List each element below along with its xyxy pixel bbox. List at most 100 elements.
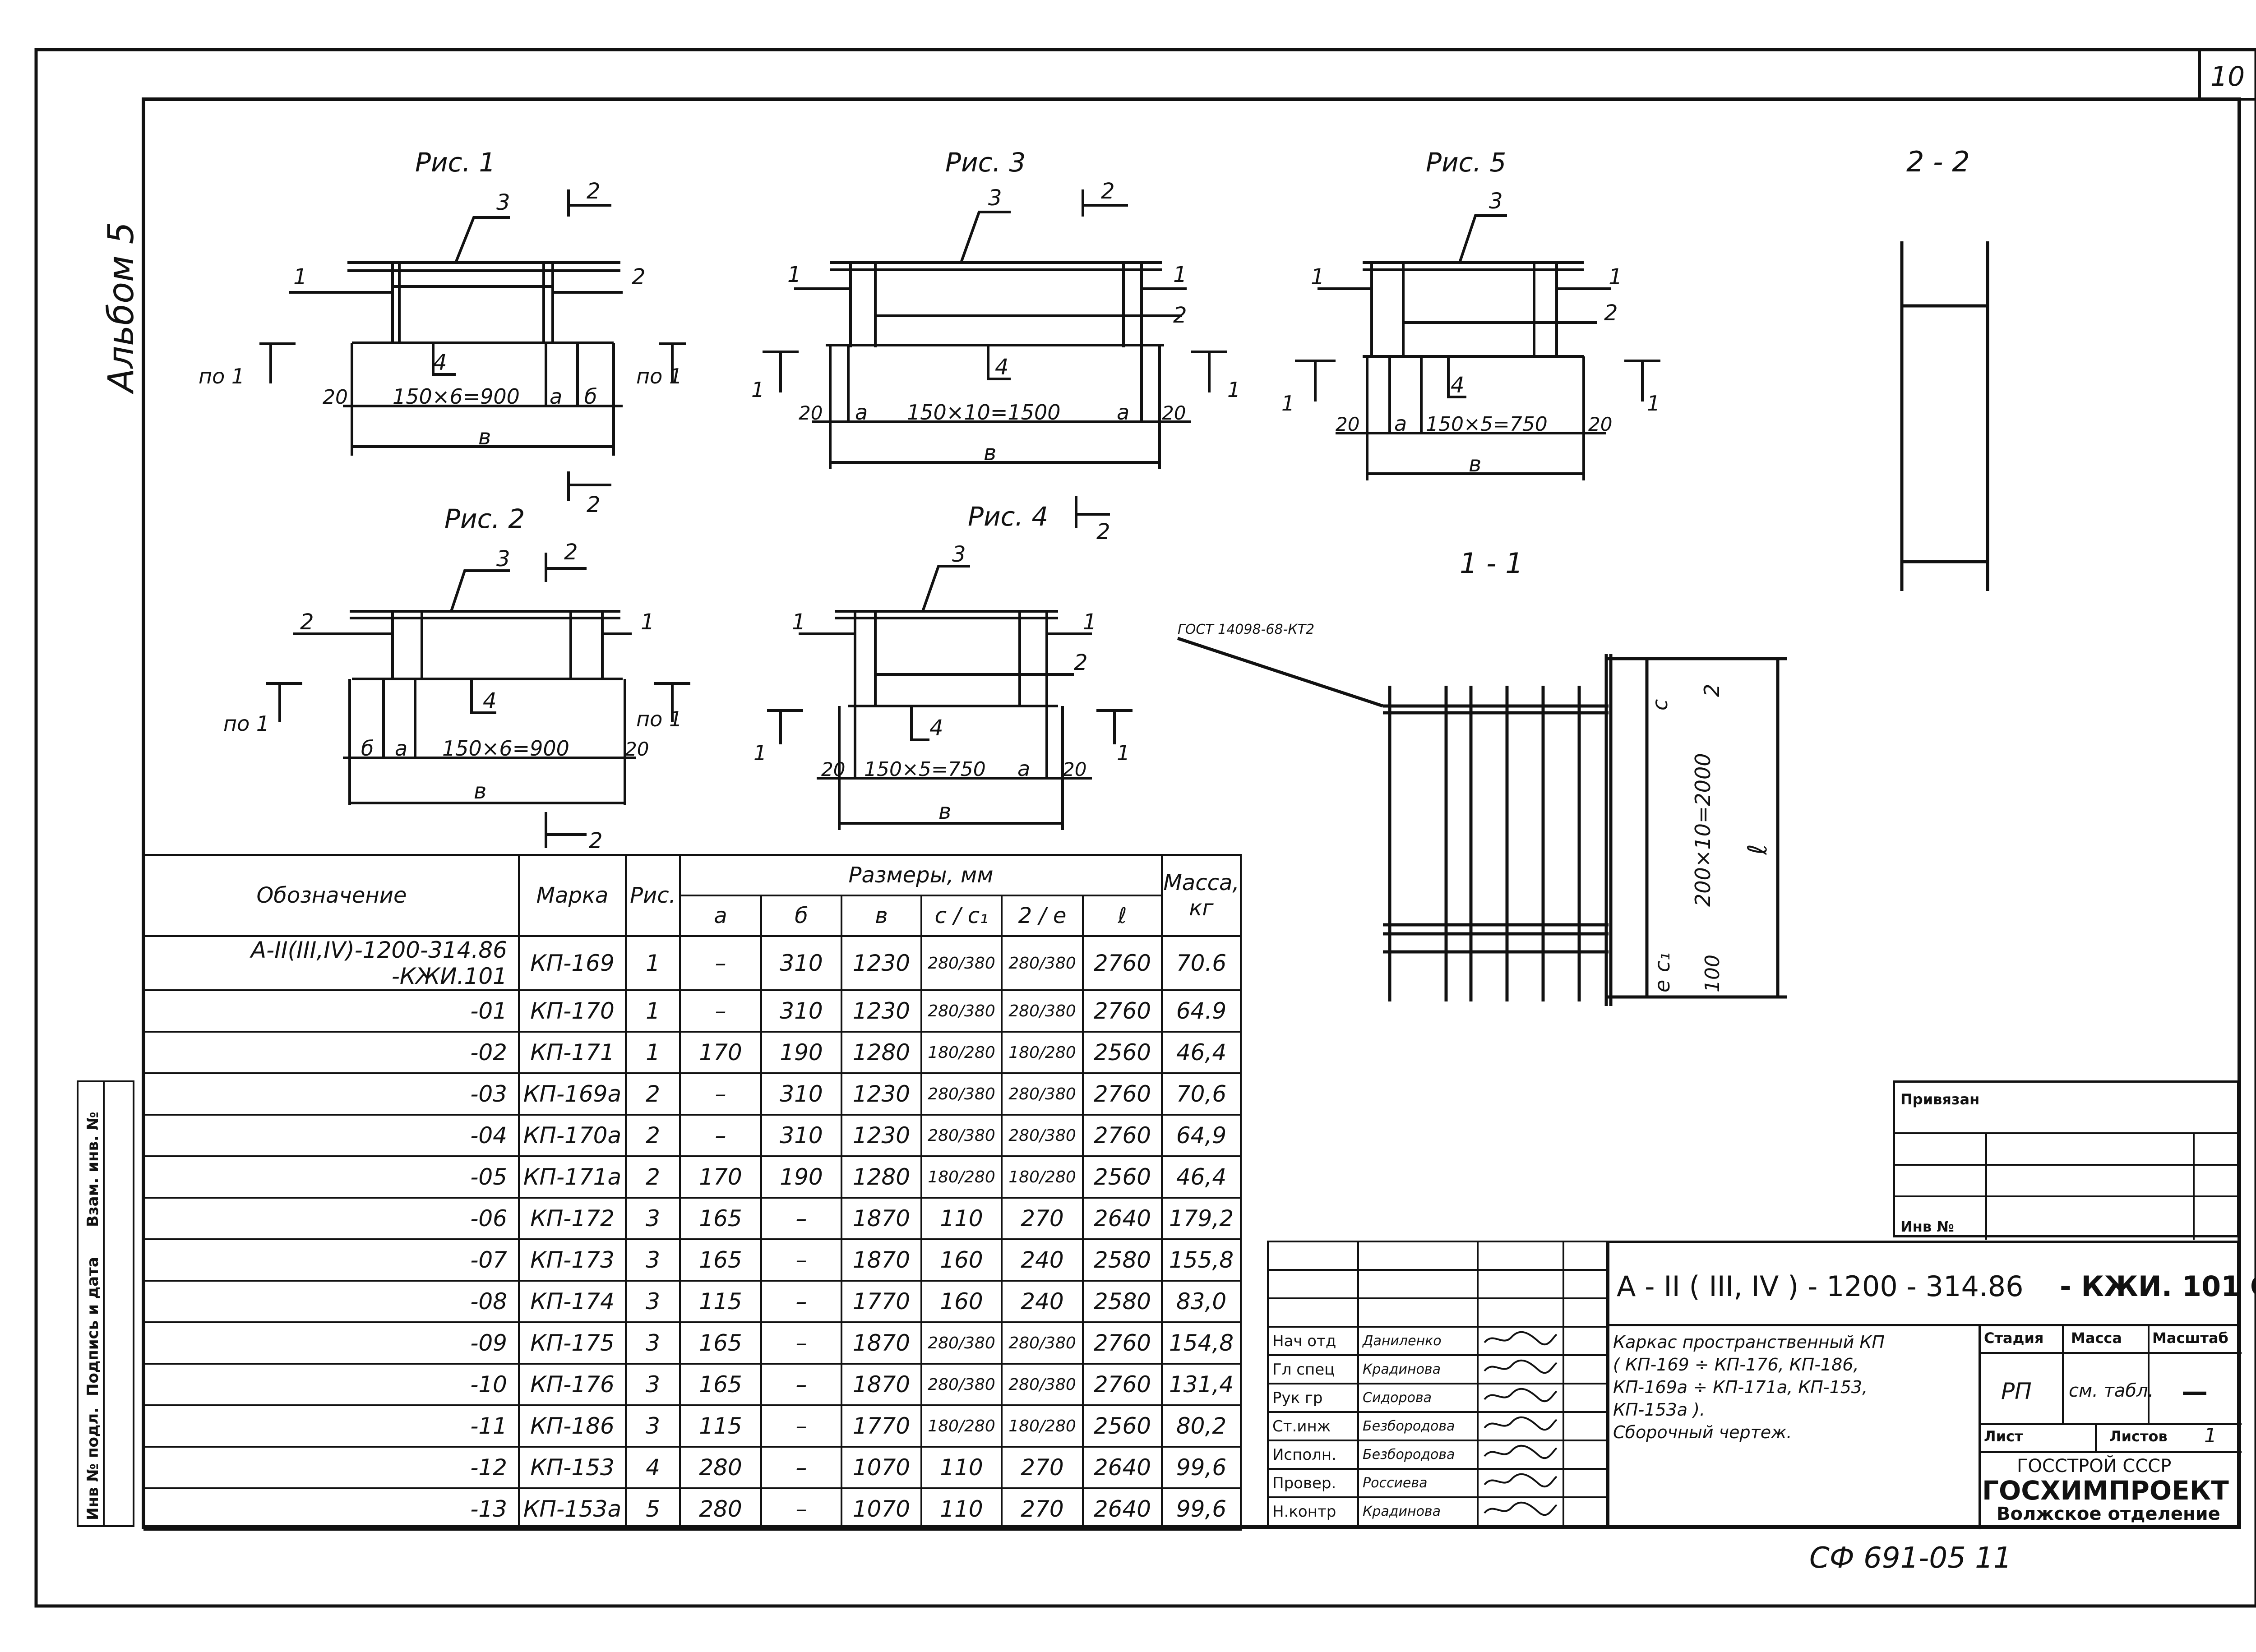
mass-label: Масса — [2071, 1329, 2122, 1347]
doc-description: Каркас пространственный КП ( КП-169 ÷ КП… — [1613, 1331, 1885, 1444]
fig2-label-2: 2 — [300, 609, 314, 635]
col-fig: Рис. — [625, 854, 681, 937]
cell-e: 270 — [1001, 1197, 1084, 1240]
fig5-dim-v: в — [1469, 452, 1481, 477]
cell-designation: -10 — [143, 1363, 520, 1406]
cell-v: 1230 — [841, 1114, 922, 1157]
cell-c: 280/380 — [920, 1114, 1003, 1157]
binding-block: Привязан Инв № — [1893, 1080, 2239, 1240]
fig3-cut-2: 2 — [1101, 179, 1115, 204]
signer-signature — [1477, 1496, 1564, 1527]
cell-mark: КП-170а — [518, 1114, 627, 1157]
cell-v: 1870 — [841, 1238, 922, 1282]
figure-5 — [1295, 214, 1660, 480]
side-stamp-sign-date: Подпись и дата — [84, 1257, 102, 1396]
cell-v: 1770 — [841, 1404, 922, 1448]
col-b: б — [760, 895, 842, 937]
cell-fig: 4 — [625, 1446, 681, 1489]
cell-fig: 3 — [625, 1238, 681, 1282]
fig2-dim-b: б — [361, 736, 374, 761]
cell-l: 2640 — [1082, 1197, 1163, 1240]
signer-signature — [1477, 1440, 1564, 1470]
org-branch: Волжское отделение — [1997, 1504, 2220, 1524]
cell-l: 2760 — [1082, 935, 1163, 991]
fig5-leader-3: 3 — [1489, 189, 1503, 214]
cell-a: 165 — [679, 1363, 762, 1406]
org-ministry: ГОССТРОЙ СССР — [2017, 1456, 2172, 1477]
figure-2-title: Рис. 2 — [444, 503, 525, 534]
signature-scribble — [1484, 1473, 1558, 1488]
signer-name: Россиева — [1357, 1468, 1479, 1498]
fig3-cut-1-right: 1 — [1227, 378, 1240, 402]
cell-mass: 155,8 — [1161, 1238, 1242, 1282]
signature-scribble — [1484, 1444, 1558, 1459]
fig4-label-1r: 1 — [1083, 609, 1097, 635]
fig1-leader-3: 3 — [496, 190, 510, 215]
fig3-label-1r: 1 — [1173, 262, 1187, 287]
cell-designation: -01 — [143, 989, 520, 1033]
fig5-cut-1-left: 1 — [1281, 391, 1294, 415]
fig4-leader-4: 4 — [929, 715, 943, 741]
cell-mark: КП-173 — [518, 1238, 627, 1282]
cell-l: 2760 — [1082, 989, 1163, 1033]
cell-fig: 5 — [625, 1487, 681, 1531]
cell-e: 280/380 — [1001, 989, 1084, 1033]
cell-mark: КП-170 — [518, 989, 627, 1033]
cell-e: 180/280 — [1001, 1404, 1084, 1448]
signer-name: Крадинова — [1357, 1354, 1479, 1384]
cell-b: 310 — [760, 1072, 842, 1116]
cell-b: – — [760, 1321, 842, 1365]
fig5-label-1: 1 — [1311, 264, 1325, 290]
fig3-label-1: 1 — [787, 262, 801, 287]
cell-mark: КП-169 — [518, 935, 627, 991]
stage-label: Стадия — [1984, 1329, 2044, 1347]
fig5-dim-20-right: 20 — [1588, 413, 1612, 435]
fig4-dim-main: 150×5=750 — [864, 758, 986, 781]
signer-name: Даниленко — [1357, 1326, 1479, 1356]
sec11-dim-c1: с₁ — [1650, 952, 1674, 972]
cell-a: 165 — [679, 1197, 762, 1240]
signer-signature — [1477, 1354, 1564, 1384]
cell-a: 115 — [679, 1404, 762, 1448]
cell-e: 280/380 — [1001, 935, 1084, 991]
gost-label: ГОСТ 14098-68-КТ2 — [1178, 622, 1314, 637]
cell-fig: 3 — [625, 1363, 681, 1406]
cell-l: 2760 — [1082, 1072, 1163, 1116]
side-stamp-col1 — [77, 1080, 105, 1527]
signer-name: Безбородова — [1357, 1440, 1479, 1470]
cell-a: 165 — [679, 1238, 762, 1282]
cell-l: 2580 — [1082, 1238, 1163, 1282]
cell-mark: КП-171а — [518, 1155, 627, 1199]
fig3-dim-a-left: а — [855, 400, 868, 425]
cell-mark: КП-175 — [518, 1321, 627, 1365]
cell-e: 280/380 — [1001, 1363, 1084, 1406]
fig1-dim-v: в — [478, 425, 491, 450]
cell-c: 180/280 — [920, 1404, 1003, 1448]
cell-v: 1870 — [841, 1197, 922, 1240]
fig2-dim-v: в — [474, 779, 486, 804]
cell-a: – — [679, 935, 762, 991]
signature-scribble — [1484, 1501, 1558, 1516]
cell-fig: 3 — [625, 1321, 681, 1365]
cell-a: – — [679, 1072, 762, 1116]
cell-v: 1230 — [841, 1072, 922, 1116]
cell-mark: КП-172 — [518, 1197, 627, 1240]
signature-scribble — [1484, 1388, 1558, 1403]
cell-v: 1230 — [841, 935, 922, 991]
cell-l: 2640 — [1082, 1446, 1163, 1489]
cell-designation: -02 — [143, 1031, 520, 1074]
mass-value: см. табл. — [2069, 1380, 2154, 1401]
col-c1: с₁ — [967, 903, 989, 928]
cell-designation: -09 — [143, 1321, 520, 1365]
cell-mass: 99,6 — [1161, 1446, 1242, 1489]
cell-mass: 99,6 — [1161, 1487, 1242, 1531]
col-designation: Обозначение — [143, 854, 520, 937]
fig1-leader-4: 4 — [433, 350, 447, 375]
figure-1 — [259, 189, 686, 501]
desc-line-1: Каркас пространственный КП — [1613, 1332, 1885, 1352]
cell-designation: -05 — [143, 1155, 520, 1199]
